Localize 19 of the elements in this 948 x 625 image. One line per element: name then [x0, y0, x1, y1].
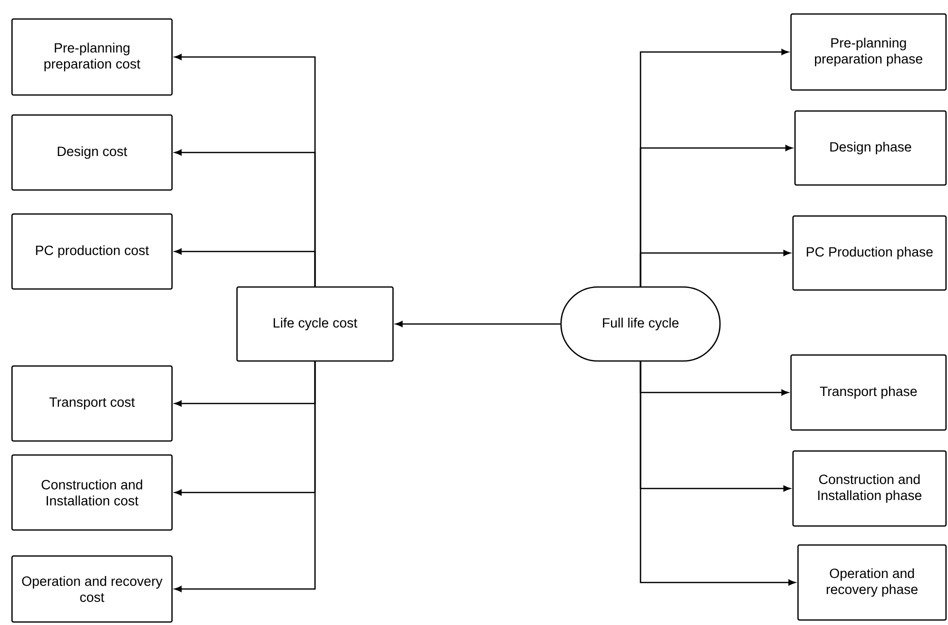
process-box: Operation and recovery cost	[11, 555, 173, 623]
process-box: Construction and Installation phase	[792, 450, 947, 527]
arrow	[640, 362, 796, 586]
process-box: Transport cost	[11, 365, 173, 442]
process-box: PC Production phase	[792, 215, 947, 291]
process-box: Design phase	[794, 110, 947, 186]
terminal-box: Full life cycle	[560, 286, 721, 362]
process-box: Pre-planning preparation phase	[790, 13, 947, 91]
process-box: Pre-planning preparation cost	[11, 18, 173, 96]
process-box: Construction and Installation cost	[11, 454, 173, 531]
process-box: Life cycle cost	[236, 286, 394, 362]
process-box: Operation and recovery phase	[797, 544, 947, 621]
arrow	[640, 250, 790, 286]
process-box: PC production cost	[11, 213, 173, 290]
arrow	[396, 321, 560, 327]
process-box: Design cost	[11, 114, 173, 191]
arrow	[174, 248, 316, 286]
arrow	[174, 362, 316, 592]
process-box: Transport phase	[790, 354, 947, 431]
